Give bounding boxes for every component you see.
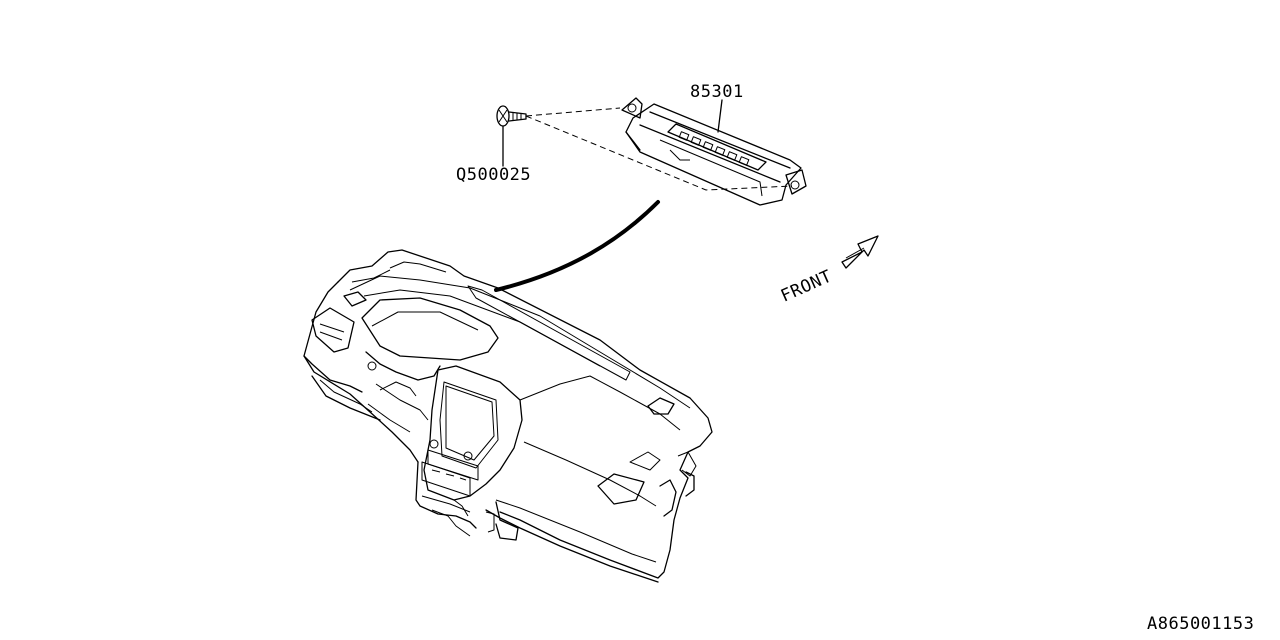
part-number-q500025: Q500025 bbox=[456, 165, 531, 185]
fastener-dashed-lines bbox=[525, 107, 793, 191]
module-buttons bbox=[678, 131, 750, 166]
diagram-id: A865001153 bbox=[1147, 614, 1254, 634]
part-number-85301: 85301 bbox=[690, 82, 744, 102]
front-label: FRONT bbox=[778, 266, 835, 306]
location-indicator-curve bbox=[494, 200, 660, 292]
control-module[interactable] bbox=[621, 97, 807, 206]
front-direction-indicator: FRONT bbox=[778, 235, 879, 307]
instrument-panel bbox=[303, 249, 713, 583]
screw[interactable] bbox=[496, 105, 527, 127]
module-leader-line bbox=[717, 99, 723, 133]
front-arrow-icon bbox=[841, 235, 879, 269]
